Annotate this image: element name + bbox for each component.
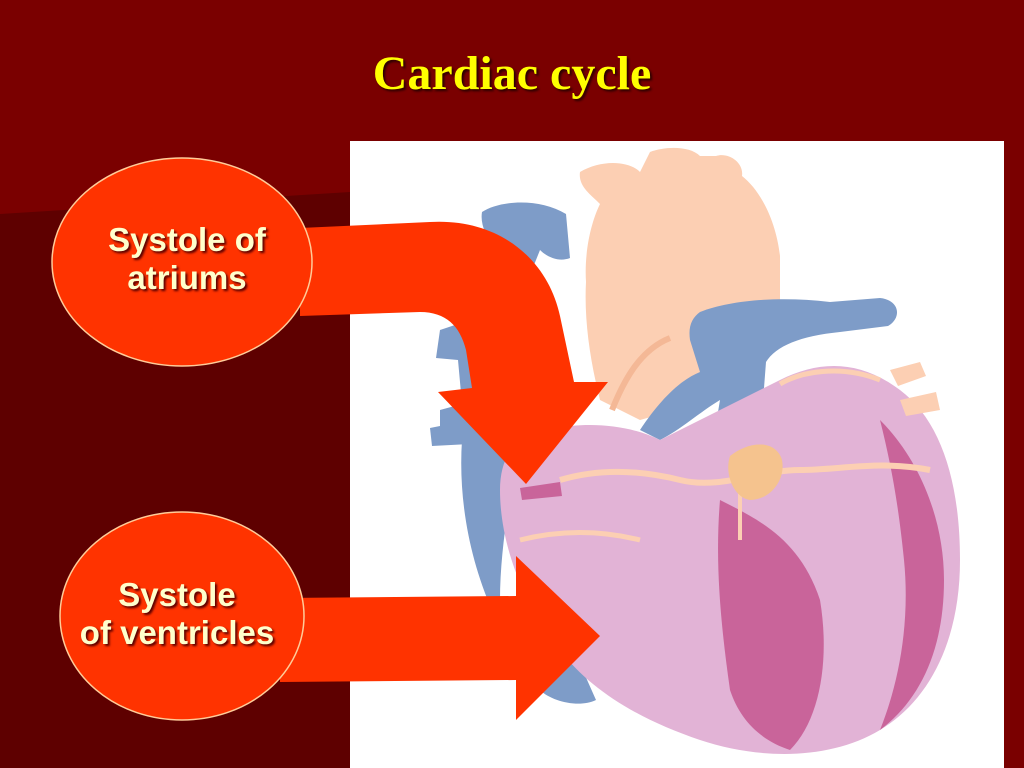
systole-atria-label: Systole of atriums [62,221,312,297]
ellipse-ventricles [59,511,305,721]
arrow-ventricles [280,556,600,720]
systole-ventricles-line2: of ventricles [79,614,275,651]
systole-atria-line2: atriums [127,259,247,296]
arrow-atria [300,221,608,484]
right-edge-shading [880,420,944,730]
systole-ventricles-label: Systole of ventricles [50,576,304,652]
pulmonary-artery [640,298,898,476]
pulmonary-vein-left [430,420,470,446]
systole-atria-line1: Systole of [108,221,266,258]
atrial-appendage [728,444,783,500]
slide-title: Cardiac cycle [372,47,652,100]
septum-shading [718,500,824,750]
heart-illustration [430,147,960,754]
ellipse-atria [51,157,313,367]
systole-ventricles-line1: Systole [118,576,236,613]
